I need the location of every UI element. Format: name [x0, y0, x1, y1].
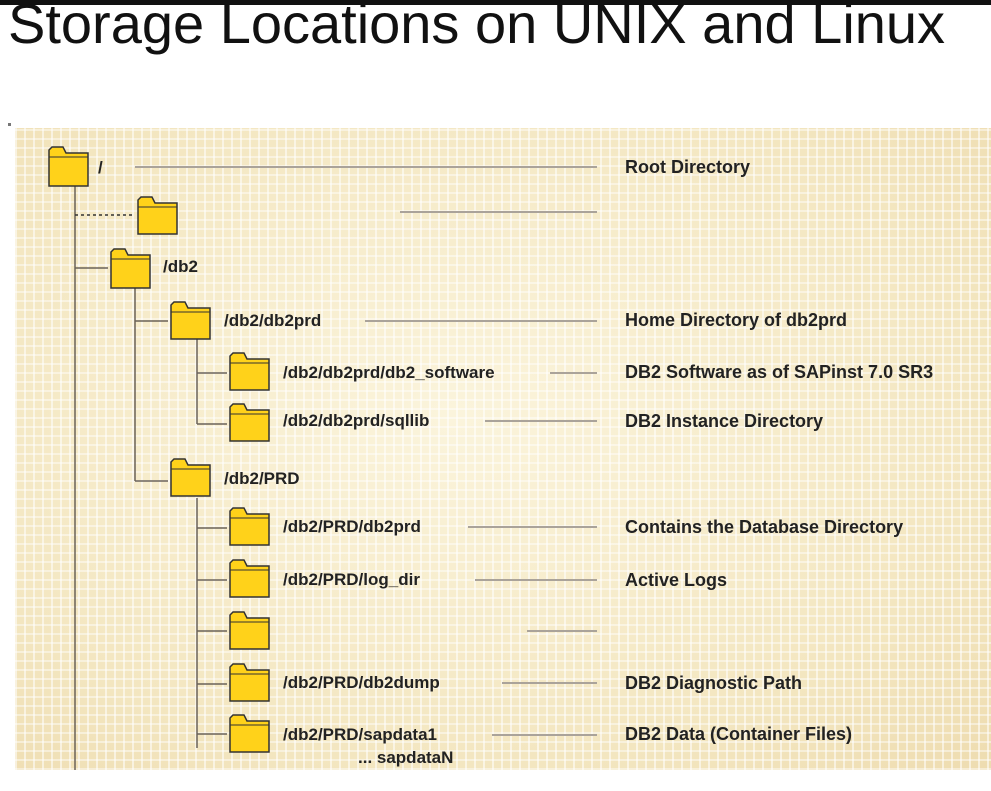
PRD-label: /db2/PRD	[224, 469, 300, 488]
sapdata-description: DB2 Data (Container Files)	[625, 724, 853, 744]
db2dump-folder-icon	[229, 663, 270, 702]
sqllib-label: /db2/db2prd/sqllib	[283, 411, 430, 430]
sapdata-label-line2: ... sapdataN	[358, 748, 454, 767]
db2_software-description: DB2 Software as of SAPinst 7.0 SR3	[625, 362, 934, 382]
PRD-folder-icon	[170, 458, 211, 497]
sapdata-label: /db2/PRD/sapdata1	[283, 725, 437, 744]
db2dump-label: /db2/PRD/db2dump	[283, 673, 440, 692]
directory-tree-diagram: / /db2 /db2/db2prd /db2/db2prd/db2_softw…	[15, 128, 991, 770]
sqllib-description: DB2 Instance Directory	[625, 411, 824, 431]
log_dir-folder-icon	[229, 559, 270, 598]
root-description: Root Directory	[625, 157, 751, 177]
unnamed-1-folder-icon	[137, 196, 178, 235]
top-rule	[0, 0, 991, 5]
db2_software-label: /db2/db2prd/db2_software	[283, 363, 495, 382]
title-tick-mark	[8, 123, 11, 126]
db2prd-description: Home Directory of db2prd	[625, 310, 848, 330]
PRD_db2prd-description: Contains the Database Directory	[625, 517, 904, 537]
db2dump-description: DB2 Diagnostic Path	[625, 673, 803, 693]
sqllib-folder-icon	[229, 403, 270, 442]
db2prd-label: /db2/db2prd	[224, 311, 322, 330]
root-label: /	[98, 158, 103, 177]
page-title: Storage Locations on UNIX and Linux	[8, 0, 946, 55]
db2-label: /db2	[163, 257, 198, 276]
PRD_db2prd-folder-icon	[229, 507, 270, 546]
root-folder-icon	[48, 146, 89, 187]
sapdata-folder-icon	[229, 714, 270, 753]
db2_software-folder-icon	[229, 352, 270, 391]
db2prd-folder-icon	[170, 301, 211, 340]
log_dir-label: /db2/PRD/log_dir	[283, 570, 420, 589]
PRD_db2prd-label: /db2/PRD/db2prd	[283, 517, 421, 536]
db2-folder-icon	[110, 248, 151, 289]
log_dir-description: Active Logs	[625, 570, 728, 590]
unnamed-2-folder-icon	[229, 611, 270, 650]
tree-lines	[48, 146, 597, 770]
